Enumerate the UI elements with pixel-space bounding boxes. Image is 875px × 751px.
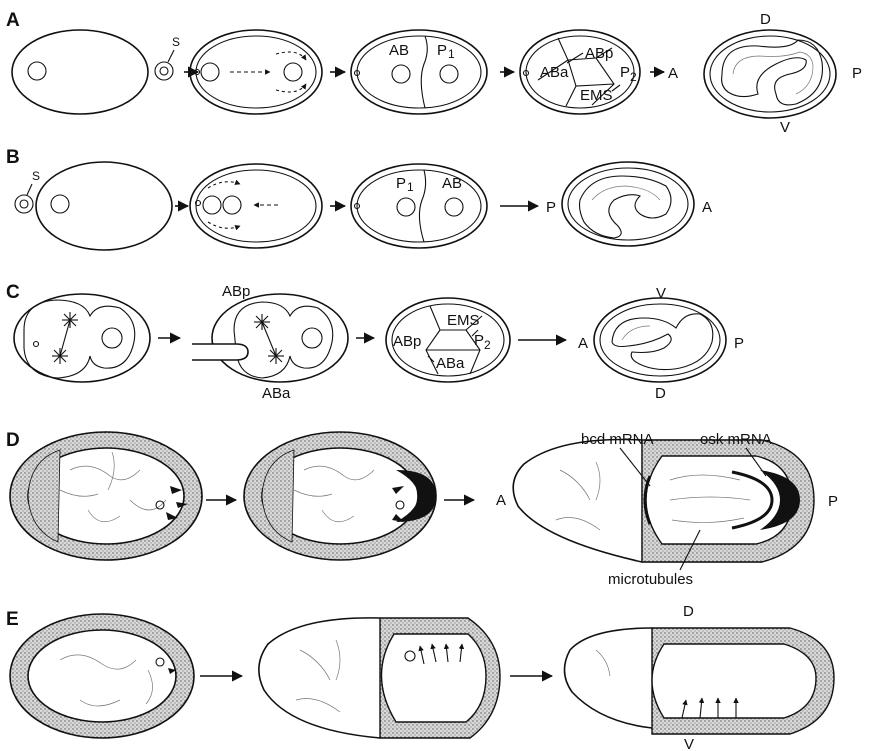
pronucleus [28, 62, 46, 80]
label-aba: ABa [262, 385, 291, 402]
panel-d: D A [6, 430, 838, 588]
oocyte-d2 [244, 432, 436, 560]
panel-letter-c: C [6, 282, 20, 303]
cell-abp: ABp [393, 333, 421, 350]
sperm-icon [15, 195, 33, 213]
cell-p1-subscript: 1 [448, 47, 455, 61]
axis-dorsal: D [683, 603, 694, 620]
embryo-a3-two-cell: AB P 1 [351, 30, 487, 114]
axis-posterior: P [734, 335, 744, 352]
label-abp: ABp [222, 283, 250, 300]
axis-dorsal: D [760, 11, 771, 28]
cell-p2-subscript: 2 [630, 70, 637, 84]
cell-ems: EMS [447, 312, 480, 329]
egg-chamber-d3: A P bcd mRNA osk mRNA microtubules [496, 431, 838, 588]
microtubules-label: microtubules [608, 571, 693, 588]
embryo-a2 [190, 30, 322, 114]
micropipette-icon [192, 344, 248, 360]
panel-letter-a: A [6, 10, 20, 31]
panel-letter-e: E [6, 609, 19, 630]
embryo-b3-two-cell: P 1 AB [351, 164, 487, 248]
cell-ems: EMS [580, 87, 613, 104]
cell-p2-subscript: 2 [484, 338, 491, 352]
embryo-c2-manipulated: ABp ABa [192, 283, 348, 402]
centrosome-icon [62, 312, 78, 328]
panel-b: B S P 1 [6, 147, 712, 250]
osk-mrna-label: osk mRNA [700, 431, 772, 448]
egg-chamber-e3: D V [564, 603, 834, 751]
embryo-b1: S [15, 162, 172, 250]
cell-aba: ABa [436, 355, 465, 372]
centrosome-icon [254, 314, 270, 330]
embryo-c3-four-cell: EMS P 2 ABp ABa [386, 298, 510, 382]
cell-aba: ABa [540, 64, 569, 81]
cell-ab: AB [389, 42, 409, 59]
panel-e: E D [6, 603, 834, 751]
cell-p1: P [396, 175, 406, 192]
embryo-c4-comma: A V P D [578, 285, 744, 402]
embryo-a4-four-cell: ABp ABa P 2 EMS [520, 30, 640, 114]
cell-p2: P [620, 64, 630, 81]
egg-chamber-e2 [259, 618, 500, 738]
panel-c: C ABp [6, 282, 744, 402]
axis-anterior: A [668, 65, 678, 82]
axis-ventral: V [656, 285, 666, 302]
axis-posterior: P [546, 199, 556, 216]
sperm-label: S [32, 169, 40, 183]
axis-anterior: A [702, 199, 712, 216]
embryo-b2 [190, 164, 322, 248]
oocyte-e1 [10, 614, 194, 738]
oocyte-d1 [10, 432, 202, 560]
axis-ventral: V [780, 119, 790, 136]
cell-ab: AB [442, 175, 462, 192]
axis-anterior: A [496, 492, 506, 509]
centrosome-icon [268, 348, 284, 364]
axis-posterior: P [828, 493, 838, 510]
cell-abp: ABp [585, 45, 613, 62]
axis-ventral: V [684, 736, 694, 751]
embryo-a5-comma: A D P V [668, 11, 862, 136]
embryo-c1-spindle [14, 294, 150, 382]
axis-anterior: A [578, 335, 588, 352]
centrosome-icon [52, 348, 68, 364]
sperm-icon [155, 62, 173, 80]
bcd-mrna-label: bcd mRNA [581, 431, 654, 448]
sperm-label: S [172, 35, 180, 49]
embryo-a1: S [12, 30, 180, 114]
panel-letter-b: B [6, 147, 20, 168]
axis-dorsal: D [655, 385, 666, 402]
axis-posterior: P [852, 65, 862, 82]
cell-p2: P [474, 332, 484, 349]
panel-letter-d: D [6, 430, 20, 451]
cell-p1: P [437, 42, 447, 59]
cell-p1-subscript: 1 [407, 180, 414, 194]
embryo-b4-comma: P A [546, 162, 712, 246]
panel-a: A S [6, 10, 862, 136]
